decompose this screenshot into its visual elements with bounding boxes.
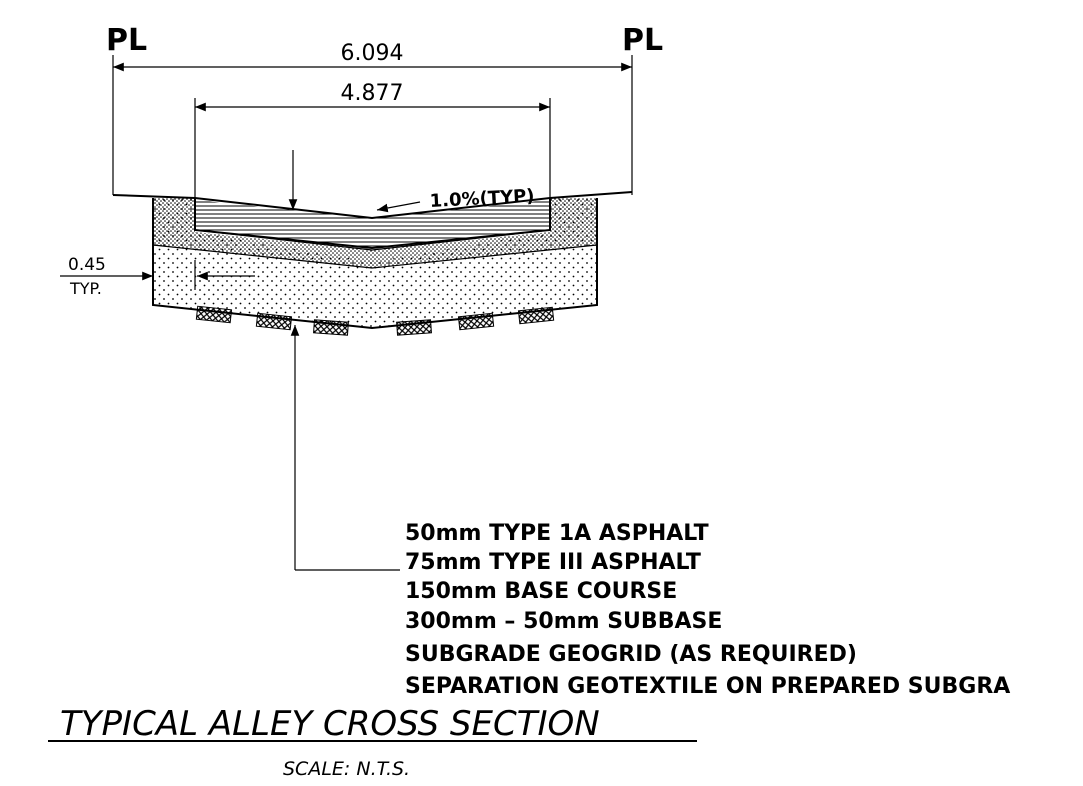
layer-note-geotextile: SEPARATION GEOTEXTILE ON PREPARED SUBGRA	[405, 674, 1010, 699]
geogrid-blocks	[195, 305, 555, 336]
finished-grade-line	[112, 191, 633, 220]
drawing-title-block: TYPICAL ALLEY CROSS SECTION SCALE: N.T.S…	[48, 704, 697, 780]
geogrid-block	[396, 319, 432, 336]
layer-note-base: 150mm BASE COURSE	[405, 579, 677, 604]
edge-offset-label: 0.45	[68, 255, 106, 275]
overall-width-label: 6.094	[341, 41, 404, 66]
layer-note-geogrid: SUBGRADE GEOGRID (AS REQUIRED)	[405, 642, 857, 667]
layer-notes: 50mm TYPE 1A ASPHALT 75mm TYPE III ASPHA…	[405, 521, 1010, 699]
asphalt-layers	[195, 200, 550, 248]
asphalt-bottom-line	[194, 229, 551, 251]
drawing-title: TYPICAL ALLEY CROSS SECTION	[60, 704, 600, 744]
layer-note-surface: 50mm TYPE 1A ASPHALT	[405, 521, 709, 546]
layer-note-subbase: 300mm – 50mm SUBBASE	[405, 609, 722, 634]
geogrid-block	[457, 312, 495, 331]
overall-width-dimension: 6.094	[112, 41, 633, 195]
pl-symbol-left: PL	[106, 23, 147, 58]
pl-symbol-right: PL	[622, 23, 663, 58]
geogrid-block	[255, 312, 293, 331]
asphalt-outline	[194, 198, 551, 250]
geogrid-block	[195, 305, 233, 324]
edge-offset-note: TYP.	[69, 279, 102, 298]
paved-width-label: 4.877	[341, 81, 404, 106]
paved-width-dimension: 4.877	[194, 81, 551, 198]
slope-arrow	[376, 201, 421, 213]
section-outline	[152, 198, 598, 330]
layer-note-binder: 75mm TYPE III ASPHALT	[405, 550, 701, 575]
property-line-left: PL	[106, 23, 147, 58]
property-line-right: PL	[622, 23, 663, 58]
edge-offset-dimension: 0.45 TYP.	[60, 255, 255, 298]
scale-note: SCALE: N.T.S.	[283, 758, 410, 780]
pavement-cross-section	[112, 191, 633, 330]
geogrid-block	[313, 319, 349, 336]
base-course-bottom-line	[152, 244, 598, 269]
layer-leader	[290, 325, 400, 571]
base-course-layer	[153, 198, 597, 268]
geogrid-block	[517, 306, 555, 325]
